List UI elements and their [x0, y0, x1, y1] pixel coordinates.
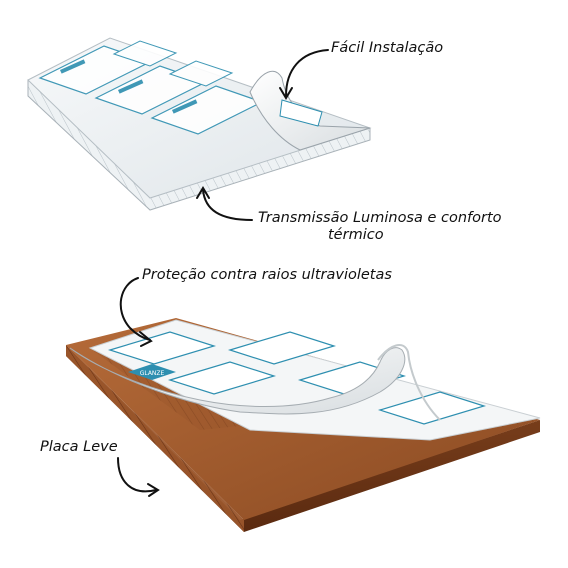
- curved-arrow-icon: [279, 49, 329, 100]
- bronze-polycarbonate-sheet: GLANZE: [66, 318, 541, 532]
- easy-installation-label: Fácil Instalação: [331, 40, 444, 56]
- light-transmission-label: Transmissão Luminosa e conforto térmico: [258, 210, 558, 244]
- curved-arrow-icon: [196, 186, 253, 221]
- light-transmission-label-line1: Transmissão Luminosa e conforto: [258, 210, 502, 226]
- lightweight-sheet-label: Placa Leve: [40, 439, 118, 455]
- curved-arrow-icon: [117, 457, 160, 497]
- clear-polycarbonate-sheet: [27, 37, 372, 211]
- film-brand-text: GLANZE: [140, 370, 165, 377]
- protective-film-print: [38, 40, 264, 135]
- curved-arrow-icon: [119, 277, 153, 347]
- light-transmission-label-line2: térmico: [328, 227, 384, 243]
- uv-protection-label: Proteção contra raios ultravioletas: [142, 267, 392, 283]
